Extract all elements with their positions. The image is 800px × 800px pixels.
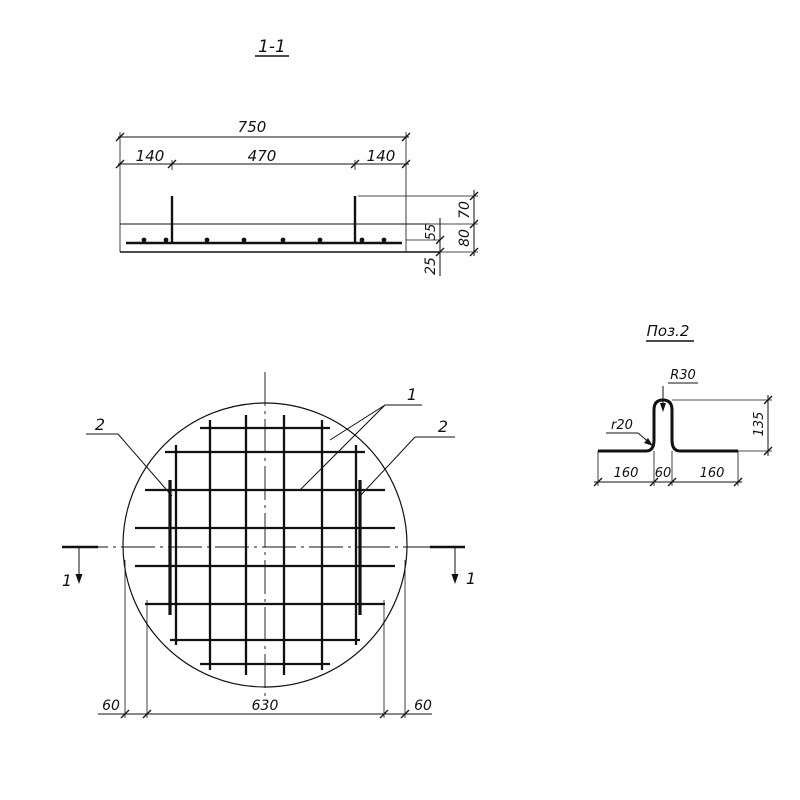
label-r30: R30	[670, 368, 696, 383]
dim-ticks	[115, 132, 411, 169]
rebar-dots	[141, 237, 387, 243]
dim-140-right: 140	[367, 147, 396, 165]
section-mark-left-label: 1	[62, 571, 72, 590]
callout-1-leader-b	[299, 404, 386, 491]
callout-2-left-leader	[117, 433, 173, 497]
callout-2-right-leader	[359, 436, 416, 497]
pos2-detail: Поз.2 R30 r20 135 160 60 160	[593, 322, 773, 487]
section-title: 1-1	[258, 37, 286, 57]
callout-2-right-label: 2	[438, 417, 448, 436]
r30-arrowhead	[660, 403, 666, 412]
dim-70: 70	[457, 201, 473, 219]
mesh-vertical-bars	[174, 415, 358, 675]
vdim-ticks	[435, 191, 479, 257]
rebar-dot	[163, 237, 169, 243]
section-1-1: 1-1 750 140 470 140	[115, 37, 479, 276]
dim-60: 60	[655, 466, 672, 481]
callout-1-label: 1	[407, 385, 417, 404]
rebar-dot	[280, 237, 286, 243]
dim-160-left: 160	[614, 466, 639, 481]
section-mark-right-label: 1	[466, 569, 476, 588]
callout-2-left-label: 2	[95, 415, 105, 434]
bottom-dim-ticks	[120, 709, 410, 719]
rebar-dot	[241, 237, 247, 243]
rebar-dot	[204, 237, 210, 243]
mesh-horizontal-bars	[135, 426, 395, 666]
dim-470: 470	[248, 147, 277, 165]
dim-80: 80	[457, 229, 473, 247]
pos2-bottom-ticks	[593, 477, 743, 487]
dim-55: 55	[424, 224, 439, 241]
dim-60-right: 60	[414, 698, 432, 714]
dim-160-right: 160	[700, 466, 725, 481]
dim-750: 750	[238, 118, 267, 136]
rebar-dot	[381, 237, 387, 243]
rebar-dot	[359, 237, 365, 243]
r20-arrowhead	[644, 438, 653, 446]
rebar-dot	[141, 237, 147, 243]
dim-60-left: 60	[102, 698, 120, 714]
dim-25: 25	[423, 257, 439, 275]
rebar-dot	[317, 237, 323, 243]
section-arrowhead-left	[75, 574, 83, 584]
pos2-title: Поз.2	[647, 322, 690, 340]
plan-view: 1 2 2 1 1 60 630 60	[62, 372, 476, 719]
dim-140-left: 140	[136, 147, 165, 165]
callout-1-leader-a	[329, 404, 386, 441]
dim-135: 135	[752, 412, 767, 437]
section-arrowhead-right	[451, 574, 459, 584]
dim-135-ticks	[763, 395, 773, 456]
label-r20: r20	[611, 418, 633, 433]
dim-630: 630	[252, 698, 279, 714]
